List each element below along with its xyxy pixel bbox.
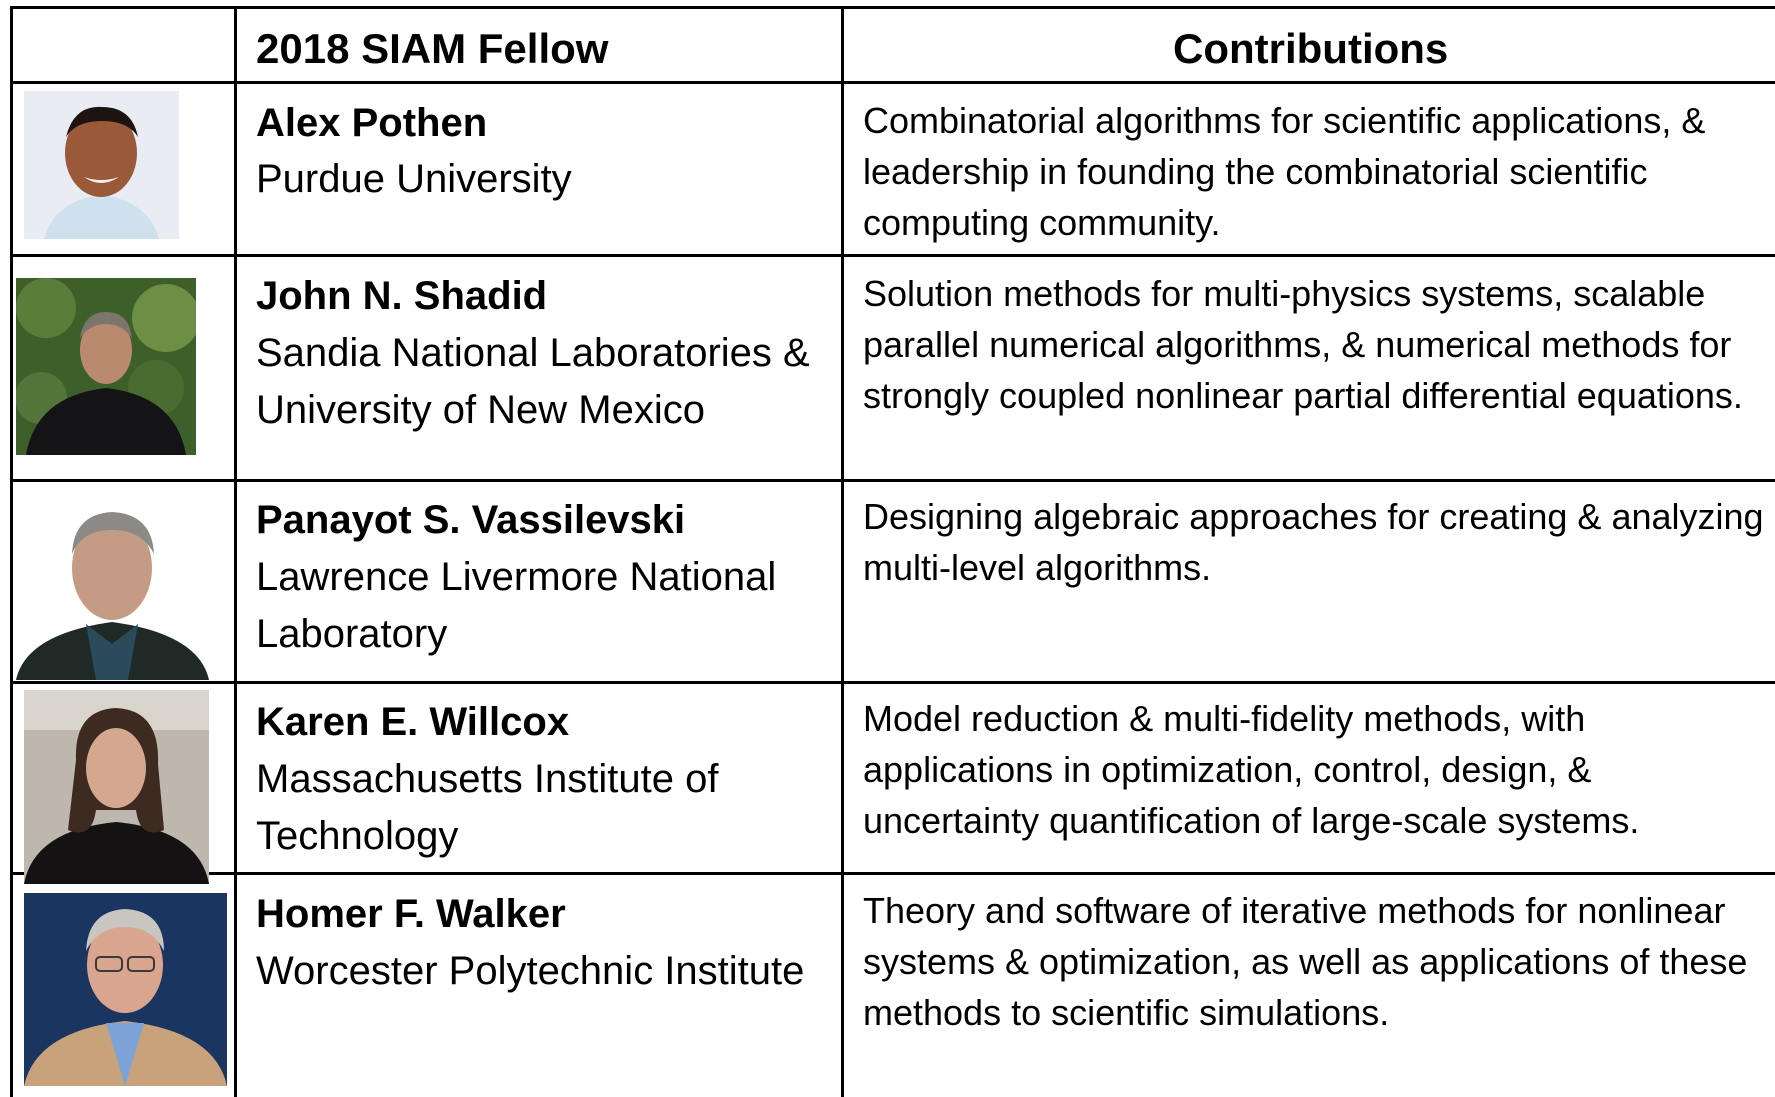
row-divider-3: [10, 681, 1775, 684]
fellow-contribution: Model reduction & multi-fidelity methods…: [863, 698, 1640, 841]
header-contributions: Contributions: [1173, 25, 1449, 72]
portrait-photo: [24, 893, 227, 1086]
portrait-photo: [16, 278, 196, 455]
column-divider-1: [234, 6, 237, 1097]
fellow-affiliation: Lawrence Livermore National Laboratory: [256, 555, 777, 656]
fellow-affiliation: Worcester Polytechnic Institute: [256, 949, 805, 993]
column-divider-2: [841, 6, 844, 1097]
portrait-photo: [16, 494, 209, 680]
fellow-affiliation: Purdue University: [256, 157, 572, 201]
fellow-name: Karen E. Willcox: [256, 700, 570, 744]
fellow-name: Alex Pothen: [256, 101, 488, 145]
row-divider-header: [10, 81, 1775, 84]
fellow-contribution: Theory and software of iterative methods…: [863, 890, 1748, 1033]
fellow-contribution: Combinatorial algorithms for scientific …: [863, 100, 1706, 243]
fellow-name: John N. Shadid: [256, 274, 548, 318]
row-divider-2: [10, 479, 1775, 482]
fellow-name: Panayot S. Vassilevski: [256, 498, 686, 542]
portrait-photo: [24, 91, 179, 239]
table-border-left: [10, 6, 13, 1097]
fellow-affiliation: Massachusetts Institute of Technology: [256, 757, 719, 858]
fellow-contribution: Solution methods for multi-physics syste…: [863, 273, 1743, 416]
row-divider-1: [10, 254, 1775, 257]
row-divider-4: [10, 872, 1775, 875]
fellow-contribution: Designing algebraic approaches for creat…: [863, 496, 1764, 588]
fellow-affiliation: Sandia National Laboratories & Universit…: [256, 331, 810, 432]
table-border-top: [10, 6, 1775, 9]
fellow-name: Homer F. Walker: [256, 892, 566, 936]
header-fellow: 2018 SIAM Fellow: [256, 25, 609, 72]
portrait-photo: [24, 690, 209, 884]
